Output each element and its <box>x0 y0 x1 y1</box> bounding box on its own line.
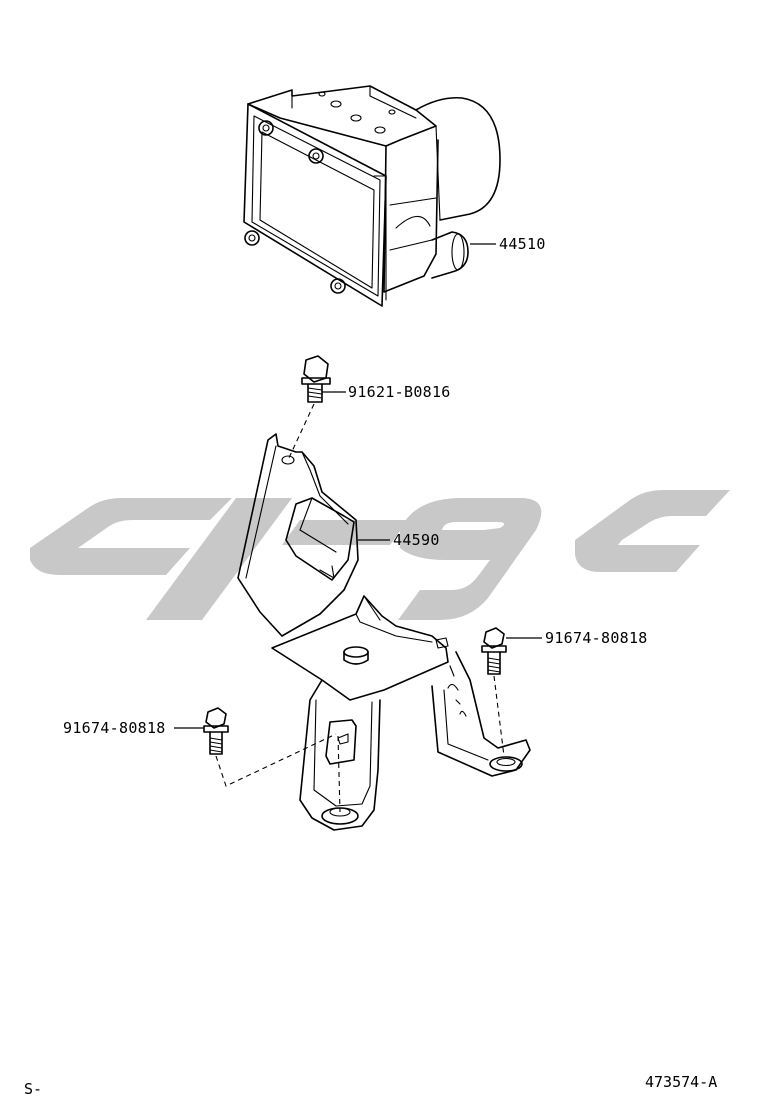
watermark-logo <box>30 490 730 620</box>
bolt-top-drawing <box>301 355 331 403</box>
abs-actuator-drawing <box>243 85 501 307</box>
footer-ref-number: 473574-A <box>645 1073 717 1091</box>
part-label-44590: 44590 <box>393 531 440 549</box>
dashed-line-bolt-left <box>215 733 337 787</box>
part-label-bolt-top: 91621-B0816 <box>348 383 451 401</box>
part-label-bolt-left: 91674-80818 <box>63 719 166 737</box>
part-label-44510: 44510 <box>499 235 546 253</box>
footer-left-code: S- <box>24 1080 42 1098</box>
bracket-drawing <box>237 433 531 831</box>
bolt-left-drawing <box>203 707 229 755</box>
bolt-right-drawing <box>481 627 507 675</box>
part-label-bolt-right: 91674-80818 <box>545 629 648 647</box>
dashed-line-bolt-left-2 <box>337 735 341 813</box>
dashed-line-bolt-right <box>493 675 505 757</box>
dashed-line-bolt-top <box>287 403 315 461</box>
